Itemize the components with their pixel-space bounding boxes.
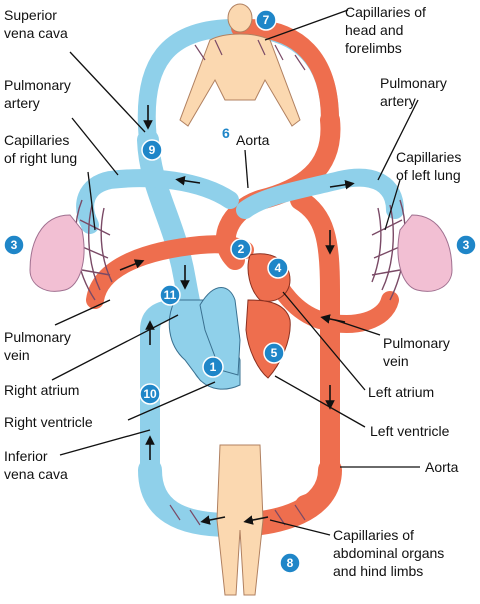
label-capillaries-head: Capillaries of head and forelimbs (345, 4, 430, 56)
svg-text:10: 10 (143, 387, 157, 401)
badge-10: 10 (139, 383, 161, 405)
head-capillary-mesh (194, 39, 306, 71)
badge-3-right: 3 (455, 234, 477, 256)
head-capillary-loop-red (231, 18, 339, 129)
right-lung (29, 214, 85, 292)
left-lung-capillaries (371, 199, 406, 301)
svg-text:9: 9 (149, 143, 156, 157)
badges: 1 2 3 3 4 5 7 8 (3, 9, 477, 574)
label-capillaries-right-lung: Capillaries of right lung (4, 132, 77, 166)
right-ventricle (199, 287, 241, 376)
left-ventricle (245, 299, 291, 379)
svg-text:5: 5 (271, 346, 278, 360)
svg-text:4: 4 (275, 261, 282, 275)
label-pulmonary-vein-right: Pulmonary vein (383, 335, 454, 369)
left-lung (397, 214, 453, 292)
lower-body-figure (216, 444, 264, 596)
leader-lines (51, 9, 420, 536)
upper-body-figure (179, 3, 301, 127)
flow-arrows (119, 105, 355, 525)
label-superior-vena-cava: Superior vena cava (4, 7, 68, 41)
label-capillaries-abdominal: Capillaries of abdominal organs and hind… (333, 527, 448, 579)
badge-3-left: 3 (3, 234, 25, 256)
pulmonary-artery-right (236, 168, 404, 219)
labels: Superior vena cava Capillaries of head a… (4, 4, 465, 579)
label-left-ventricle: Left ventricle (370, 423, 450, 439)
badge-8: 8 (279, 552, 301, 574)
svg-text:11: 11 (164, 288, 177, 302)
badge-11: 11 (159, 284, 181, 306)
badge-5: 5 (263, 342, 285, 364)
label-pulmonary-vein-left: Pulmonary vein (4, 329, 75, 363)
label-capillaries-left-lung: Capillaries of left lung (396, 149, 465, 183)
label-pulmonary-artery-left: Pulmonary artery (4, 77, 75, 111)
badge-1: 1 (202, 356, 224, 378)
label-pulmonary-artery-right: Pulmonary artery (380, 75, 451, 109)
badge-9: 9 (141, 139, 163, 161)
badge-6-number: 6 (222, 125, 230, 141)
label-aorta-top: Aorta (236, 132, 270, 148)
label-inferior-vena-cava: Inferior vena cava (4, 448, 68, 482)
svg-text:3: 3 (463, 238, 470, 252)
label-left-atrium: Left atrium (368, 384, 434, 400)
badge-7: 7 (255, 9, 277, 31)
abdominal-capillary-mesh (169, 504, 306, 526)
pulmonary-artery-left (76, 169, 239, 234)
label-aorta-bottom: Aorta (425, 459, 459, 475)
svg-text:8: 8 (287, 556, 294, 570)
abdominal-capillary-loop (138, 458, 242, 537)
label-right-atrium: Right atrium (4, 382, 79, 398)
svg-text:7: 7 (263, 13, 270, 27)
svg-text:1: 1 (210, 360, 217, 374)
badge-2: 2 (230, 238, 252, 260)
svg-text:2: 2 (238, 242, 245, 256)
label-right-ventricle: Right ventricle (4, 414, 93, 430)
badge-4: 4 (267, 257, 289, 279)
svg-text:3: 3 (11, 238, 18, 252)
